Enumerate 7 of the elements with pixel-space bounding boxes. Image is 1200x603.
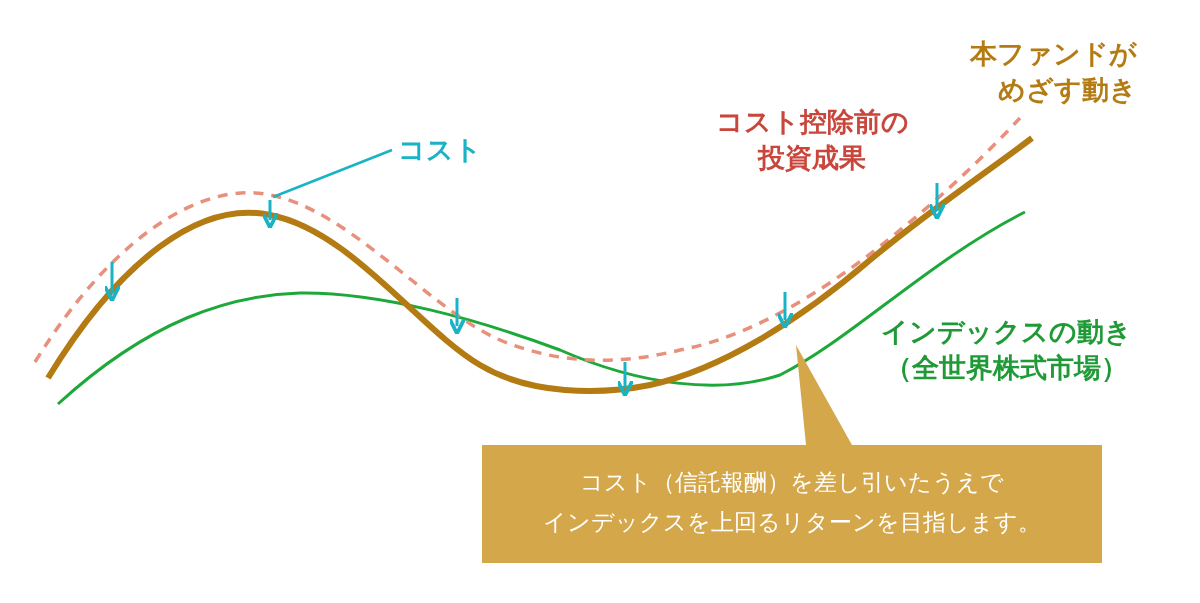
curve-label: インデックスの動き（全世界株式市場） bbox=[880, 315, 1132, 385]
curve-label: 本ファンドがめざす動き bbox=[969, 37, 1137, 107]
callout-label: コスト bbox=[398, 132, 508, 168]
curve-label: コスト控除前の投資成果 bbox=[714, 105, 910, 175]
cost-arrow bbox=[260, 200, 280, 230]
callout-text: コスト（信託報酬）を差し引いたうえでインデックスを上回るリターンを目指します。 bbox=[542, 468, 1042, 537]
leader-line bbox=[272, 148, 393, 199]
